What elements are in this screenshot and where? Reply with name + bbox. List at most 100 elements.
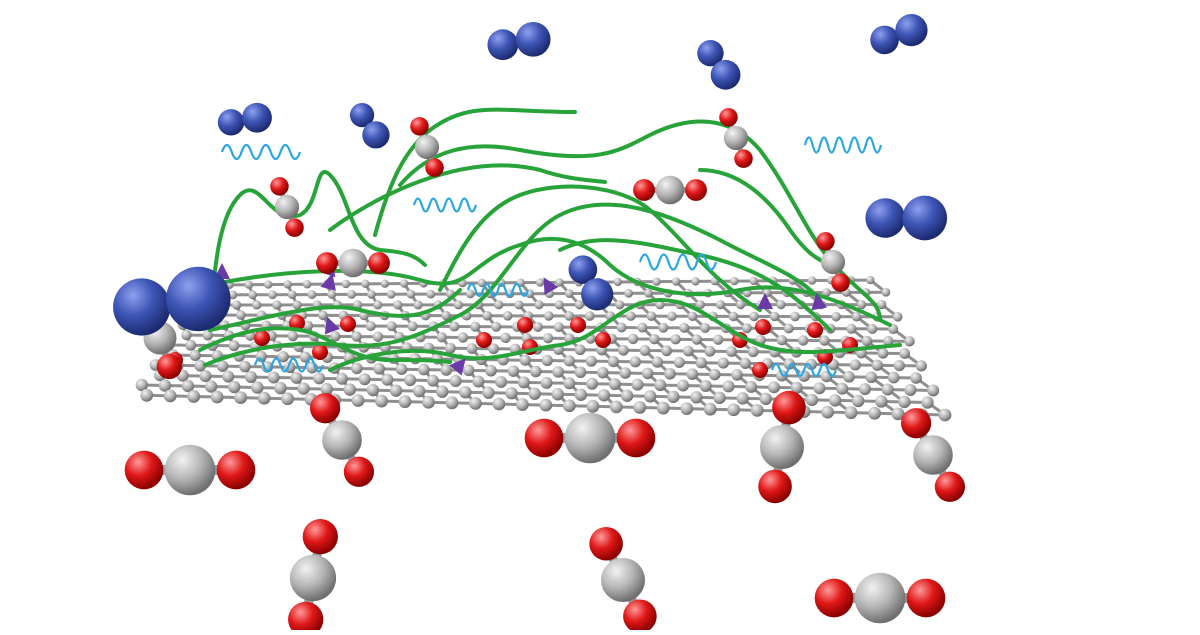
graphene-atom [472,375,484,387]
oxygen-atom [595,332,611,348]
graphene-atom [199,370,211,382]
graphene-atom [352,394,365,407]
graphene-atom [494,300,503,309]
graphene-atom [563,377,575,389]
graphene-atom [680,402,693,415]
graphene-atom [387,290,396,299]
graphene-atom [630,356,641,367]
graphene-atom [516,398,529,411]
graphene-atom [609,378,621,390]
graphene-atom [399,395,412,408]
graphene-atom [542,355,553,366]
graphene-atom [308,290,317,299]
graphene-atom [575,344,586,355]
graphene-atom [366,321,376,331]
graphene-atom [619,367,631,379]
graphene-atom [850,359,861,370]
graphene-atom [642,368,654,380]
graphene-atom [449,322,459,332]
graphene-atom [748,346,759,357]
graphene-atom [649,334,659,344]
graphene-atom [632,379,644,391]
graphene-atom [351,363,363,375]
graphene-atom [493,398,506,411]
polymer-chain [700,170,840,270]
atom [165,445,216,496]
graphene-atom [518,376,530,388]
graphene-atom [683,346,694,357]
atom [487,29,518,60]
graphene-atom [245,371,257,383]
graphene-atom [342,280,350,288]
graphene-atom [459,386,471,398]
graphene-atom [687,368,699,380]
graphene-atom [482,311,492,321]
graphene-atom [248,290,257,299]
graphene-atom [866,276,874,284]
graphene-atom [413,385,425,397]
graphene-atom [614,278,622,286]
graphene-atom [375,395,388,408]
atom [368,252,390,274]
graphene-atom [565,289,574,298]
graphene-atom [882,384,894,396]
graphene-atom [563,399,576,412]
graphene-atom [367,290,376,299]
atom [425,158,443,176]
atom [344,457,374,487]
graphene-atom [904,384,916,396]
atom [734,149,752,167]
atom [935,472,965,502]
graphene-atom [373,332,383,342]
graphene-atom [344,383,356,395]
graphene-atom [336,373,348,385]
graphene-atom [621,390,633,402]
graphene-atom [713,335,723,345]
atom [410,117,428,135]
atom [617,419,656,458]
graphene-atom [290,372,302,384]
n2-molecule [113,267,230,336]
graphene-atom [713,392,725,404]
graphene-atom [234,391,247,404]
graphene-atom [843,371,855,383]
graphene-atom [618,345,629,356]
graphene-atom [427,375,439,387]
atom [525,419,564,458]
graphene-atom [664,368,676,380]
graphene-atom [288,290,297,299]
atom [581,278,613,310]
graphene-atom [640,345,651,356]
graphene-atom [776,300,785,309]
graphene-atom [633,401,646,414]
atom [157,354,182,379]
atom [870,26,899,55]
graphene-atom [768,381,780,393]
atom [831,273,849,291]
co2-molecule [633,176,707,205]
graphene-atom [727,403,740,416]
atom [601,558,645,602]
atom [719,108,737,126]
oxygen-atom [570,317,586,333]
graphene-atom [692,334,702,344]
graphene-atom [466,290,475,299]
graphene-atom [628,334,638,344]
graphene-atom [770,312,780,322]
atom [656,176,685,205]
oxygen-atom [755,319,771,335]
graphene-atom [555,278,563,286]
graphene-atom [798,335,808,345]
graphene-atom [777,335,787,345]
graphene-atom [647,311,657,321]
graphene-atom [709,369,721,381]
graphene-atom [875,395,887,407]
graphene-atom [882,288,891,297]
atom [362,121,389,148]
graphene-atom [939,409,952,422]
graphene-atom [390,384,402,396]
atom [218,109,244,135]
graphene-atom [718,357,729,368]
graphene-atom [893,312,903,322]
co2-molecule [525,413,656,464]
